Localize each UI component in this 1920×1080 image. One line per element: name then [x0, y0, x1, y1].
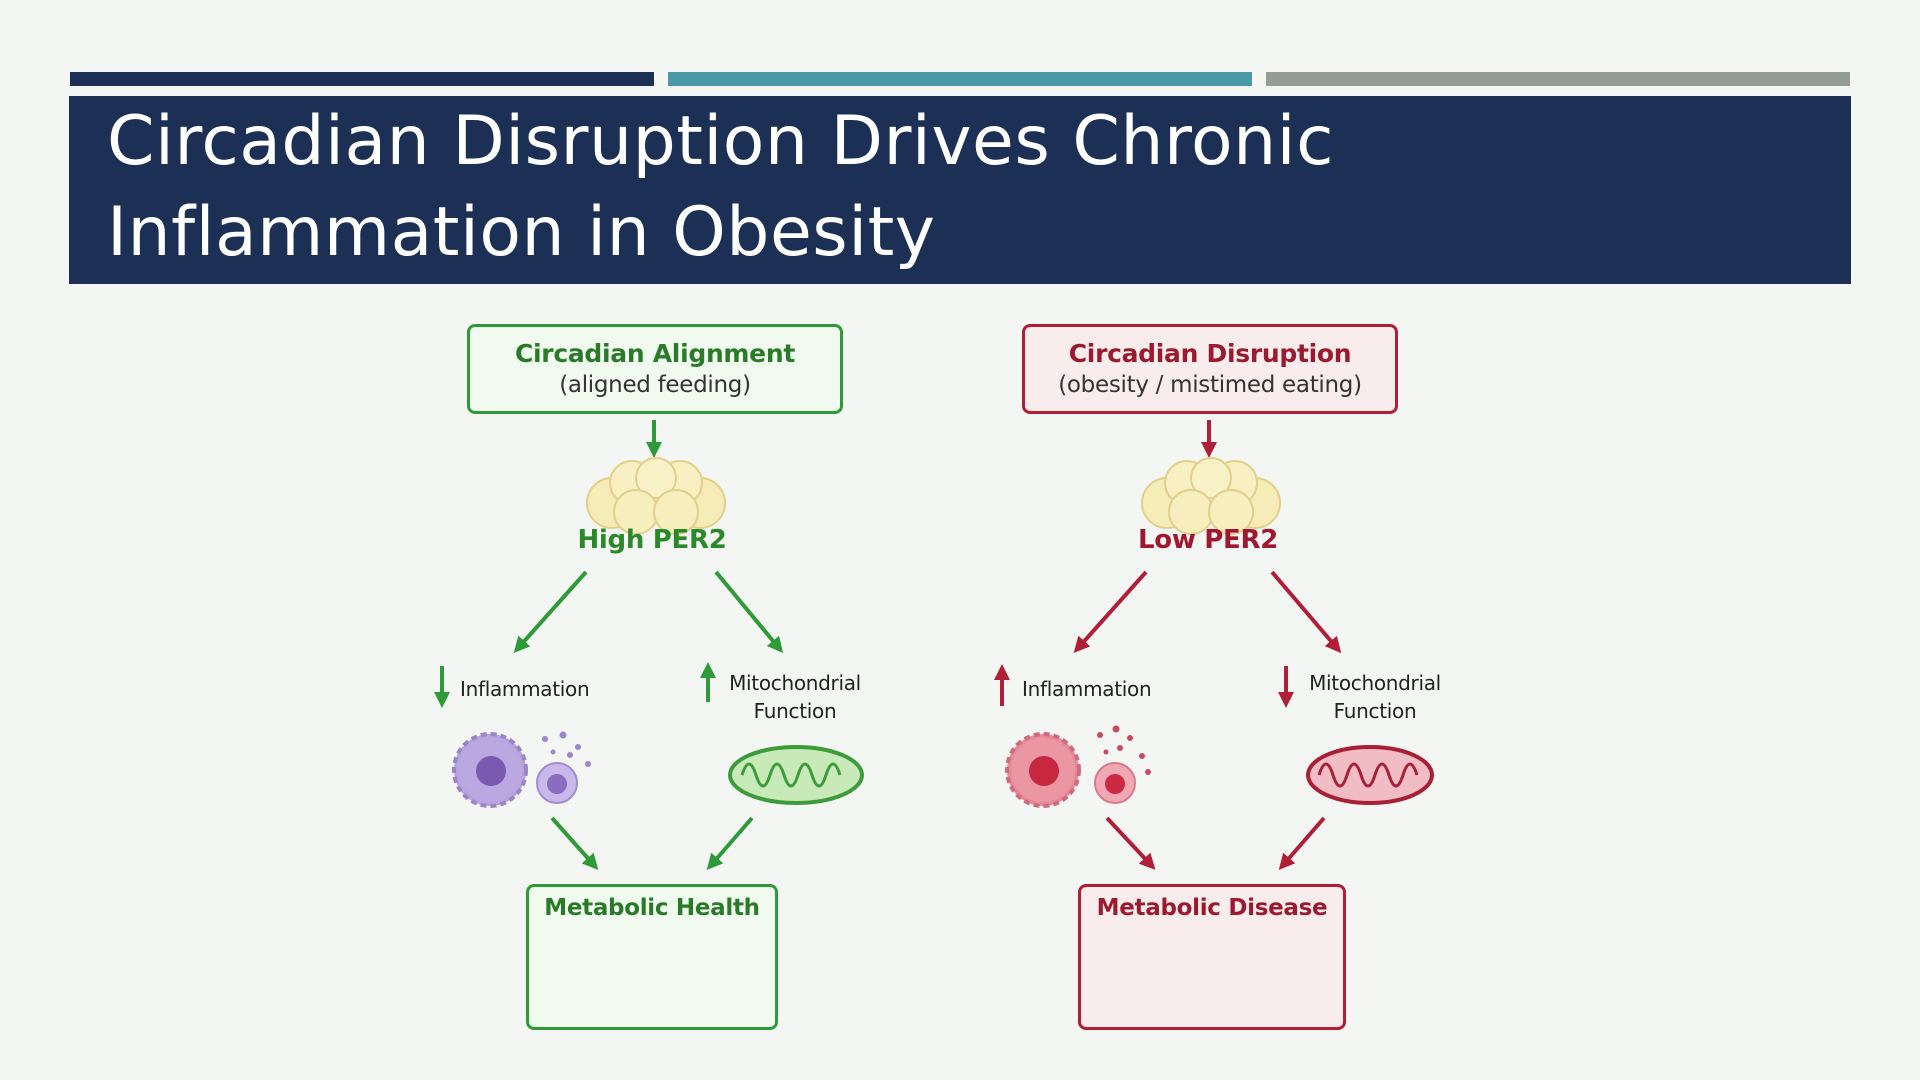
slide-title: Circadian Disruption Drives Chronic Infl…	[107, 102, 1334, 272]
metabolic-health-label: Metabolic Health	[544, 895, 760, 921]
right-inflammation-label: Inflammation	[1022, 677, 1152, 701]
left-mito-label: Mitochondrial Function	[720, 669, 870, 725]
arrow-right-per-to-mito	[1270, 570, 1342, 654]
metabolic-health-box: Metabolic Health	[526, 884, 778, 1030]
mitochondrion-icon	[728, 745, 864, 805]
alignment-title: Circadian Alignment	[514, 339, 795, 368]
metabolic-disease-box: Metabolic Disease	[1078, 884, 1346, 1030]
accent-bar-grey	[1266, 72, 1850, 86]
accent-bar-teal	[668, 72, 1252, 86]
arrow-left-inflammation-to-outcome	[550, 816, 599, 870]
right-mito-line2: Function	[1333, 699, 1417, 723]
disruption-subtitle: (obesity / mistimed eating)	[1058, 372, 1362, 398]
disruption-title: Circadian Disruption	[1068, 339, 1352, 368]
immune-cells-icon	[452, 731, 591, 808]
alignment-subtitle: (aligned feeding)	[559, 372, 751, 398]
disruption-box: Circadian Disruption (obesity / mistimed…	[1022, 324, 1398, 414]
arrow-left-mito-to-outcome	[706, 816, 754, 871]
accent-bar-navy	[70, 72, 654, 86]
metabolic-disease-label: Metabolic Disease	[1096, 895, 1328, 921]
arrow-left-per-to-mito	[714, 570, 784, 654]
low-per2-label: Low PER2	[1137, 525, 1279, 555]
arrow-left-per-to-inflammation	[513, 570, 588, 653]
left-mito-line1: Mitochondrial	[729, 671, 861, 695]
fat-cells-icon	[1141, 457, 1281, 535]
title-band: Circadian Disruption Drives Chronic Infl…	[69, 96, 1851, 284]
right-mito-label: Mitochondrial Function	[1300, 669, 1450, 725]
fat-cells-icon	[586, 457, 726, 535]
right-mito-line1: Mitochondrial	[1309, 671, 1441, 695]
left-inflammation-label: Inflammation	[460, 677, 590, 701]
left-mito-line2: Function	[753, 699, 837, 723]
arrow-right-inflammation-to-outcome	[1105, 816, 1156, 870]
mitochondrion-icon	[1306, 745, 1434, 805]
arrow-right-per-to-inflammation	[1073, 570, 1148, 653]
arrow-right-mito-to-outcome	[1278, 816, 1326, 871]
immune-cells-icon	[1005, 725, 1151, 808]
high-per2-label: High PER2	[577, 525, 727, 555]
alignment-box: Circadian Alignment (aligned feeding)	[467, 324, 843, 414]
